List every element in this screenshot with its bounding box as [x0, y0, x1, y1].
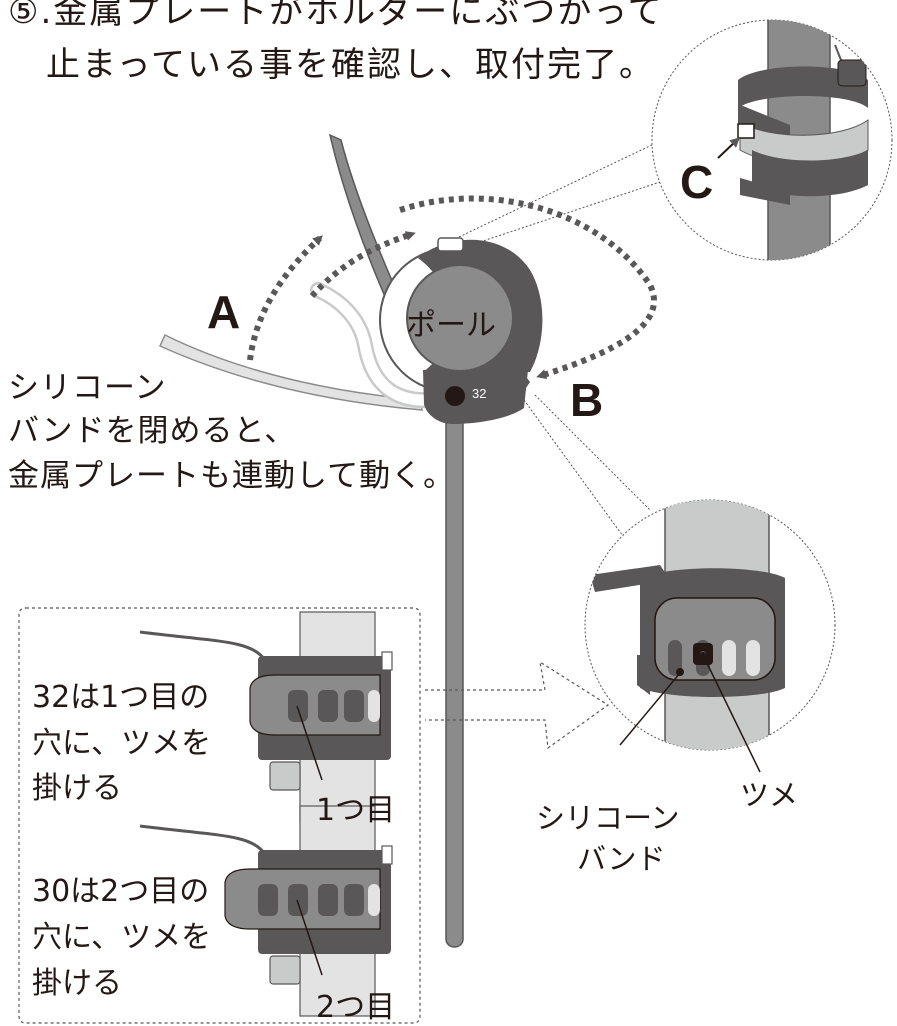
intro-line-1: ⑤.金属プレートがホルダーにぶつかって	[8, 0, 664, 32]
motion-note-line-3: 金属プレートも連動して動く。	[8, 458, 456, 494]
plate-number: 32	[472, 386, 487, 401]
band-label-line-2: バンド	[577, 842, 666, 876]
guide-30-hole-label: 2つ目	[316, 990, 396, 1025]
pole-label: ポール	[406, 308, 496, 343]
guide-32-hole-label: 1つ目	[316, 793, 396, 828]
callout-c: C	[680, 156, 714, 208]
callout-b: B	[570, 374, 604, 426]
claw-label: ツメ	[740, 778, 799, 812]
size-guide-32-illustration	[139, 611, 393, 823]
size-guide-panel	[18, 607, 421, 1024]
guide-30-line-2: 穴に、ツメを	[32, 920, 212, 955]
band-label-line-1: シリコーン	[536, 801, 680, 835]
detail-circle-claw	[523, 394, 836, 773]
motion-note-line-2: バンドを閉めると、	[8, 413, 297, 449]
callout-a: A	[207, 286, 241, 338]
band-open-position	[159, 282, 438, 411]
motion-note-line-1: シリコーン	[8, 370, 167, 406]
guide-32-line-2: 穴に、ツメを	[32, 726, 212, 761]
zoom-chevrons	[425, 660, 610, 750]
pole-holder	[379, 237, 543, 424]
guide-30-line-1: 30は2つ目の	[32, 874, 210, 909]
intro-line-2: 止まっている事を確認し、取付完了。	[46, 45, 655, 85]
guide-32-line-1: 32は1つ目の	[32, 680, 210, 715]
guide-32-line-3: 掛ける	[32, 771, 122, 806]
motion-arrows	[247, 195, 657, 379]
detail-circle-c	[458, 19, 893, 261]
guide-30-line-3: 掛ける	[32, 966, 122, 1001]
size-guide-30-illustration	[139, 805, 393, 1017]
